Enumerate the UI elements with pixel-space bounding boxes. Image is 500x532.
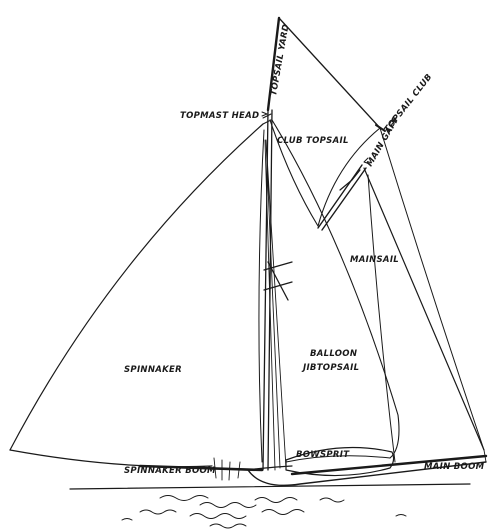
main-boom (290, 449, 488, 476)
label-spinnaker-boom: SPINNAKER BOOM (124, 466, 216, 476)
label-main-boom: MAIN BOOM (424, 462, 485, 472)
main-gaff-pointer (363, 157, 371, 165)
label-spinnaker: SPINNAKER (124, 365, 182, 375)
label-jibtopsail: JIBTOPSAIL (301, 363, 359, 373)
balloon-jibtopsail (271, 119, 400, 463)
label-bowsprit: BOWSPRIT (296, 450, 350, 460)
waves (121, 495, 407, 529)
mainsail (363, 127, 485, 463)
label-topmast-head: TOPMAST HEAD (180, 111, 259, 121)
label-club-topsail: CLUB TOPSAIL (277, 136, 349, 146)
bowsprit (285, 446, 395, 477)
spinnaker (9, 123, 265, 468)
topsail-yard (266, 16, 281, 112)
label-mainsail: MAINSAIL (350, 255, 399, 265)
topmast-head-pointer (261, 111, 268, 117)
label-main-gaff: MAIN GAFF (365, 115, 402, 169)
hull (247, 461, 487, 487)
main-gaff (317, 164, 367, 231)
mast (262, 109, 293, 471)
label-balloon: BALLOON (310, 349, 357, 359)
label-topsail-yard: TOPSAIL YARD (269, 23, 291, 96)
spinnaker-boom (138, 457, 264, 481)
waterline (69, 483, 471, 490)
